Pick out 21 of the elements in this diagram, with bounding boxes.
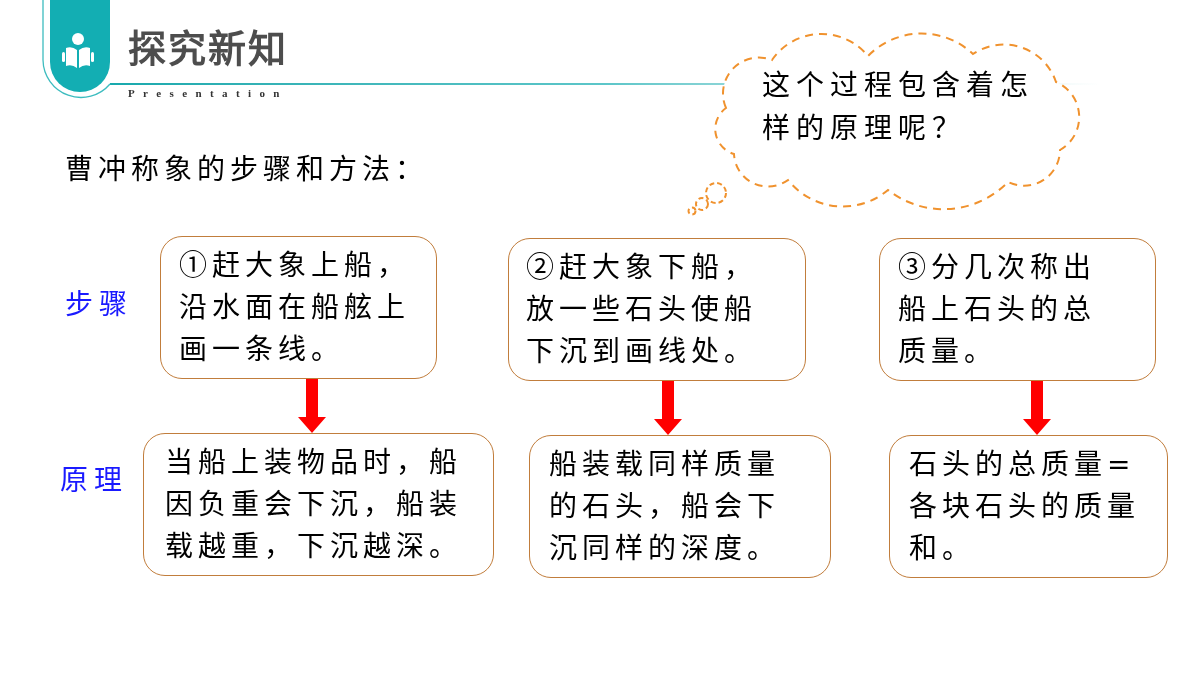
step-box [879,238,1156,381]
step-box [508,238,806,381]
step-text: ①赶大象上船，沿水面在船舷上画一条线。 [179,247,411,368]
header-subtitle: Presentation [128,86,288,100]
down-arrow [1023,381,1051,435]
row-label: 原理 [60,463,128,499]
section-heading: 曹冲称象的步骤和方法： [65,152,428,188]
principle-text: 船装载同样质量的石头，船会下沉同样的深度。 [549,446,781,567]
page-title: 探究新知 [128,27,288,72]
principle-box [143,433,494,576]
row-label: 步骤 [65,287,133,323]
step-text: ③分几次称出船上石头的总质量。 [898,249,1097,370]
step-box [160,236,437,379]
step-text: ②赶大象下船，放一些石头使船下沉到画线处。 [526,249,758,370]
principle-box [889,435,1168,578]
principle-text: 石头的总质量=各块石头的质量和。 [909,446,1141,567]
principle-box [529,435,831,578]
principle-text: 当船上装物品时，船因负重会下沉，船装载越重，下沉越深。 [165,444,463,565]
down-arrow [654,381,682,435]
down-arrow [298,379,326,433]
cloud-text: 这个过程包含着怎样的原理呢？ [762,68,1035,147]
